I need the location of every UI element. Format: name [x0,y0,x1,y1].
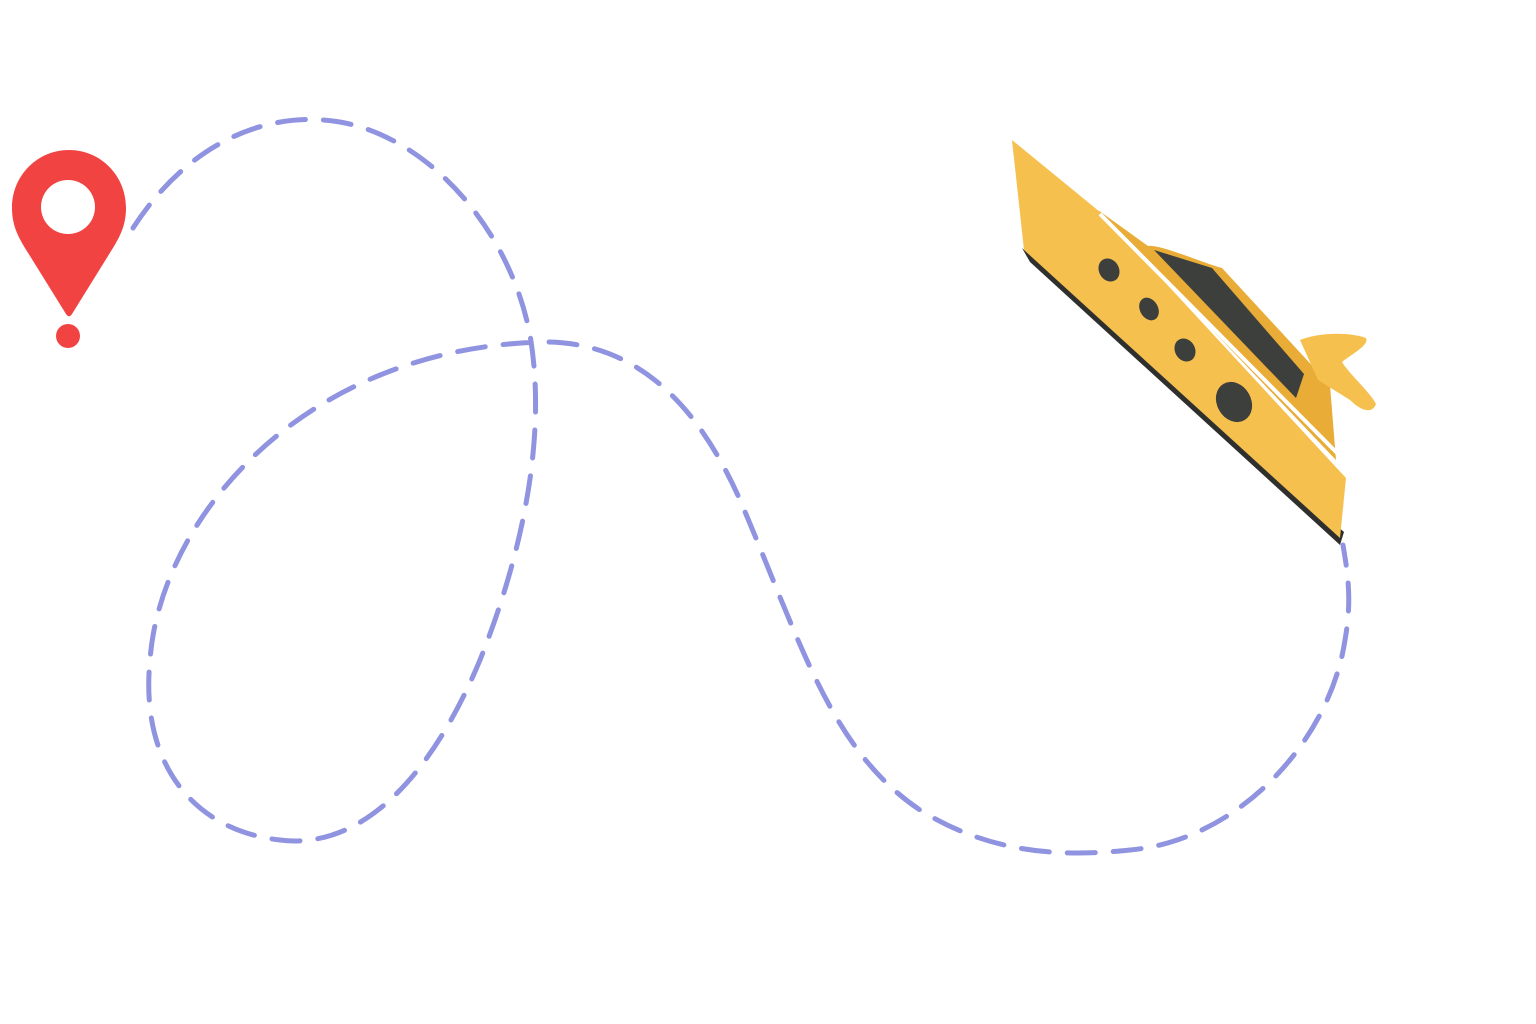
ship-funnel [1300,333,1376,411]
porthole [1139,297,1159,321]
ship-hull [1012,140,1346,538]
porthole [1215,381,1253,423]
ship-bridge-window [1154,250,1304,398]
cruise-ship-icon [1012,140,1376,545]
ship-deck-stripe [1098,212,1342,458]
porthole [1174,338,1196,362]
dashed-route-path [130,117,1352,856]
porthole [1098,258,1120,282]
pin-hole [41,180,95,234]
location-pin-icon [12,150,126,348]
pin-dot [56,324,80,348]
ship-keel [1022,248,1344,545]
